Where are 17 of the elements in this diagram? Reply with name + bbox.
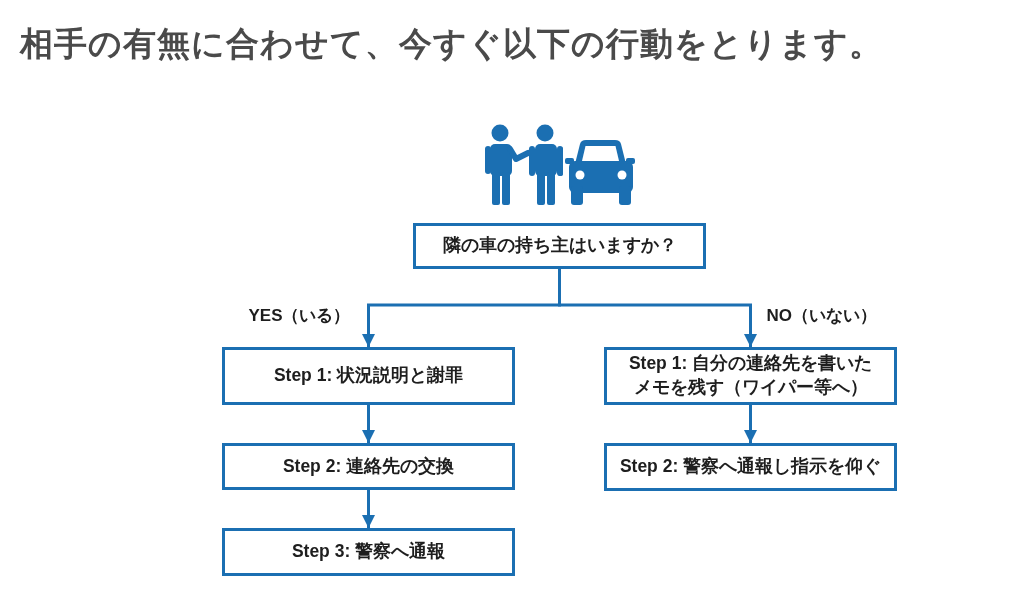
step-text: Step 1: 状況説明と謝罪	[273, 364, 464, 388]
step-box	[222, 443, 515, 490]
step-text: Step 2: 警察へ通報し指示を仰ぐ	[619, 455, 882, 479]
connector-arrow	[744, 405, 757, 443]
step-box	[604, 347, 897, 405]
step-box	[604, 443, 897, 491]
step-box	[222, 347, 515, 405]
step-box	[222, 528, 515, 576]
page-title: 相手の有無に合わせて、今すぐ以下の行動をとります。	[20, 24, 883, 64]
connector-arrow	[362, 405, 375, 443]
step-text: Step 1: 自分の連絡先を書いたメモを残す（ワイパー等へ）	[627, 352, 874, 399]
step-text: Step 2: 連絡先の交換	[282, 454, 455, 478]
connector-arrow	[558, 269, 757, 347]
question-box	[413, 223, 706, 269]
question-text: 隣の車の持ち主はいますか？	[442, 234, 677, 258]
connector-arrow	[362, 490, 375, 528]
step-text: Step 3: 警察へ通報	[291, 540, 446, 564]
